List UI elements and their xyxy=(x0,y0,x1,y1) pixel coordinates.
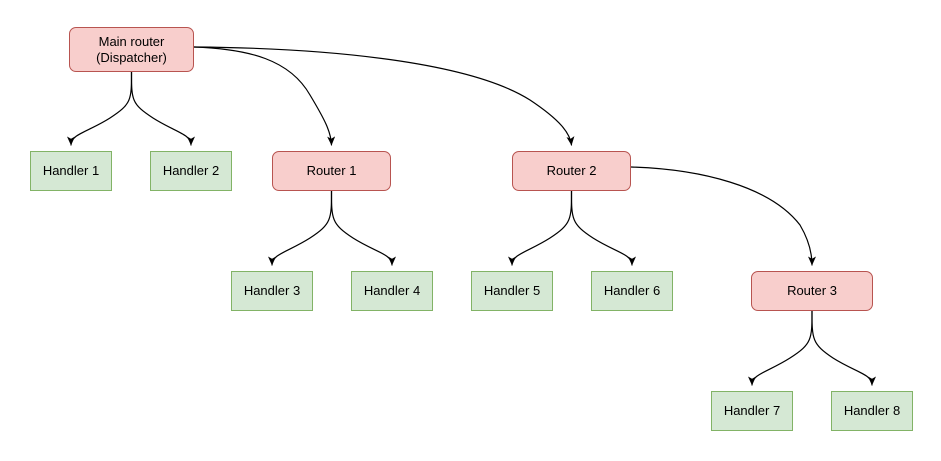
edge-main-to-router-1 xyxy=(193,46,336,146)
edge-main-to-router-2 xyxy=(193,46,575,146)
node-handler-2[interactable]: Handler 2 xyxy=(150,151,232,191)
node-router-1[interactable]: Router 1 xyxy=(272,151,391,191)
node-handler-4[interactable]: Handler 4 xyxy=(351,271,433,311)
node-main-router[interactable]: Main router (Dispatcher) xyxy=(69,27,194,72)
node-handler-7[interactable]: Handler 7 xyxy=(711,391,793,431)
edge-router-1-to-handler-3 xyxy=(268,190,333,266)
edge-router-1-to-handler-4 xyxy=(330,190,396,266)
node-handler-6[interactable]: Handler 6 xyxy=(591,271,673,311)
node-handler-1[interactable]: Handler 1 xyxy=(30,151,112,191)
node-router-3[interactable]: Router 3 xyxy=(751,271,873,311)
edge-router-3-to-handler-7 xyxy=(748,310,813,386)
node-handler-5[interactable]: Handler 5 xyxy=(471,271,553,311)
edge-router-3-to-handler-8 xyxy=(811,310,876,386)
edge-router-2-to-handler-5 xyxy=(508,190,573,266)
node-handler-8[interactable]: Handler 8 xyxy=(831,391,913,431)
edge-main-to-handler-1 xyxy=(67,71,133,146)
edge-router-2-to-handler-6 xyxy=(570,190,636,266)
node-router-2[interactable]: Router 2 xyxy=(512,151,631,191)
node-handler-3[interactable]: Handler 3 xyxy=(231,271,313,311)
edge-router-2-to-router-3 xyxy=(630,166,816,266)
edge-paths xyxy=(67,46,876,386)
edge-main-to-handler-2 xyxy=(130,71,195,146)
